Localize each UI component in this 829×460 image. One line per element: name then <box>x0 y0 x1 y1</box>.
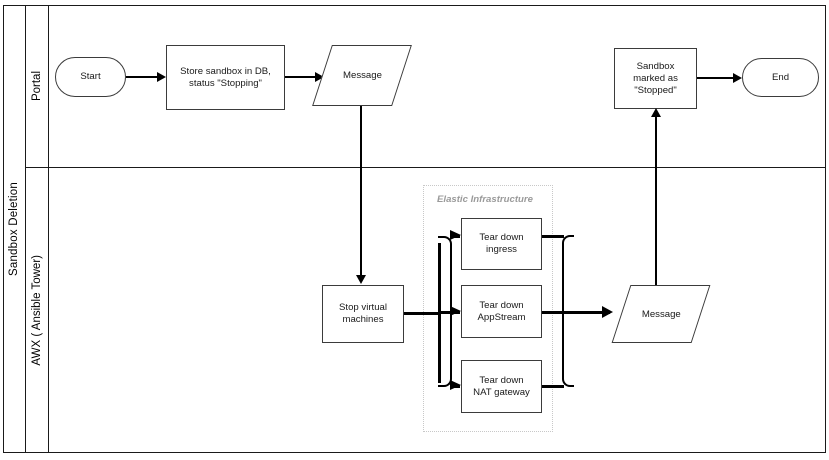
edge-merge-to-message <box>572 311 610 314</box>
node-end[interactable]: End <box>742 58 819 97</box>
edge-branch-ingress <box>438 236 452 313</box>
arrowhead-message-bottom <box>602 306 613 318</box>
edge-start-to-store <box>126 76 158 78</box>
node-stop-vms[interactable]: Stop virtual machines <box>322 285 404 343</box>
pool-label-text: Sandbox Deletion <box>8 182 20 276</box>
lane-divider <box>26 167 826 168</box>
lane-header-portal: Portal <box>26 5 49 167</box>
arrowhead-tear-ingress <box>450 230 461 240</box>
node-end-label: End <box>771 71 790 83</box>
node-sandbox-stopped[interactable]: Sandbox marked as "Stopped" <box>614 48 697 109</box>
swimlane-pool <box>3 5 826 453</box>
node-tear-nat-line2: NAT gateway <box>473 386 530 398</box>
lane-label-portal: Portal <box>31 70 43 102</box>
edge-merge-appstream <box>542 311 574 314</box>
arrowhead-store <box>157 72 166 82</box>
edge-message-to-stopped <box>655 115 657 285</box>
edge-stopvms-trunk <box>404 312 440 315</box>
edge-store-to-message <box>285 76 318 78</box>
node-store-sandbox[interactable]: Store sandbox in DB, status "Stopping" <box>166 45 285 110</box>
arrowhead-message-top <box>315 72 324 82</box>
edge-stopped-to-end <box>697 77 735 79</box>
arrowhead-stop-vms <box>356 275 366 284</box>
arrowhead-tear-appstream <box>450 306 461 316</box>
node-tear-appstream-line2: AppStream <box>477 311 526 323</box>
node-stop-vms-line1: Stop virtual <box>339 302 387 313</box>
node-tear-down-appstream[interactable]: Tear down AppStream <box>461 285 542 338</box>
edge-merge-ingress <box>542 235 564 238</box>
node-tear-appstream-line1: Tear down <box>479 299 524 311</box>
node-tear-down-ingress[interactable]: Tear down ingress <box>461 218 542 270</box>
lane-header-awx: AWX ( Ansible Tower) <box>26 167 49 453</box>
node-tear-nat-line1: Tear down <box>479 374 524 386</box>
node-message-top-label: Message <box>342 70 382 81</box>
node-start-label: Start <box>80 71 101 82</box>
node-sandbox-stopped-line1: Sandbox <box>636 60 675 72</box>
arrowhead-sandbox-stopped <box>651 108 661 117</box>
node-sandbox-stopped-line3: "Stopped" <box>634 84 677 96</box>
group-elastic-infrastructure-label: Elastic Infrastructure <box>437 194 533 205</box>
node-start[interactable]: Start <box>55 57 126 97</box>
node-tear-down-nat-gateway[interactable]: Tear down NAT gateway <box>461 360 542 413</box>
arrowhead-tear-nat <box>450 380 461 390</box>
group-elastic-infrastructure <box>423 185 553 432</box>
node-store-sandbox-line2: status "Stopping" <box>189 77 262 89</box>
edge-merge-nat-elbow <box>562 311 574 387</box>
node-stop-vms-line2: machines <box>342 314 384 325</box>
node-tear-ingress-line2: ingress <box>486 244 517 255</box>
node-tear-ingress-line1: Tear down <box>479 232 524 243</box>
edge-message-to-stopvms <box>360 106 362 276</box>
arrowhead-end <box>733 73 742 83</box>
edge-branch-nat <box>438 311 452 387</box>
lane-label-awx: AWX ( Ansible Tower) <box>31 254 43 366</box>
node-sandbox-stopped-line2: marked as <box>633 72 678 84</box>
node-message-bottom-label: Message <box>641 308 681 320</box>
edge-merge-ingress-elbow <box>562 235 574 313</box>
edge-merge-nat <box>542 385 564 388</box>
pool-label: Sandbox Deletion <box>3 5 26 453</box>
node-store-sandbox-line1: Store sandbox in DB, <box>180 65 271 77</box>
